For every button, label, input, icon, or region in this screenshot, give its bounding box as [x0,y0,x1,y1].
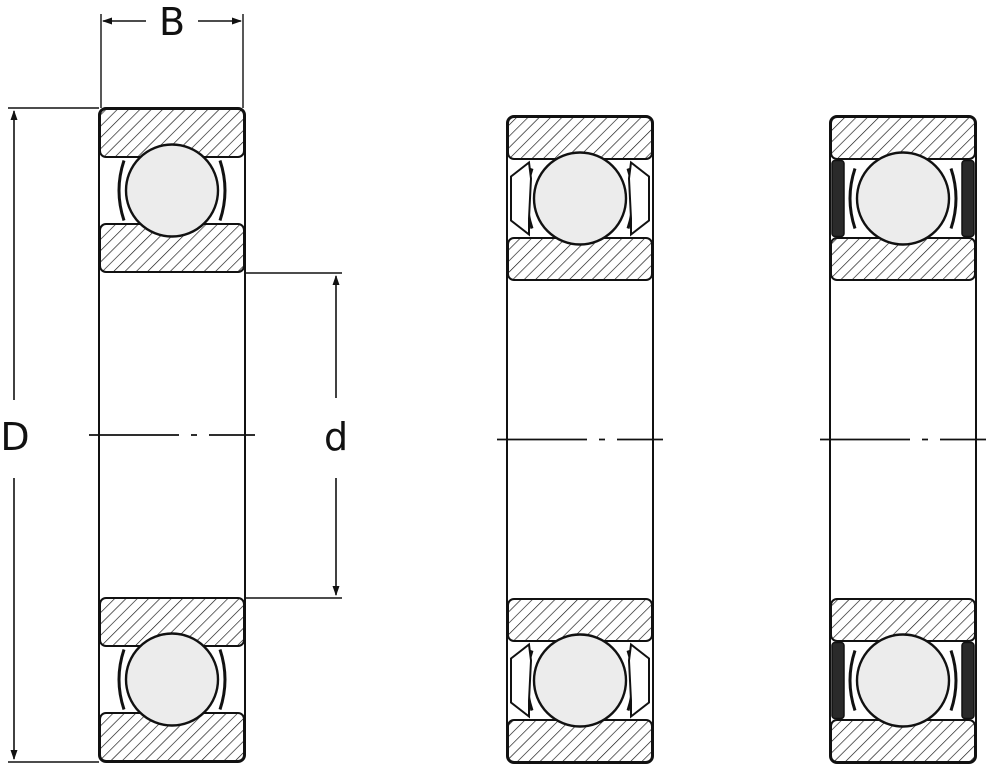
outer-diameter-label: D [0,415,29,459]
upper-section [507,116,653,281]
outer-diameter-dimension: D [0,107,99,763]
lower-section [99,597,245,762]
rubber-seal [961,641,975,720]
ball [532,633,628,728]
rubber-seal [831,641,845,720]
lower-section [507,598,653,763]
ball [855,151,951,246]
bearing-views [89,107,986,764]
bore-diameter-dimension: d [246,272,348,599]
ball [124,632,220,727]
sealed-bearing [820,115,986,764]
cage [848,650,958,711]
lower-section [830,598,976,763]
ball [124,143,220,238]
shield-plate [510,160,533,237]
upper-section [99,108,245,273]
rubber-seal [961,159,975,238]
width-dimension: B [100,0,244,108]
shield-plate [510,642,533,719]
shield-plate [627,642,650,719]
width-label: B [159,0,185,44]
cage [848,168,958,229]
open-bearing [89,107,255,763]
ball [532,151,628,246]
ball [855,633,951,728]
shield-plate [627,160,650,237]
cage [117,160,227,221]
rubber-seal [831,159,845,238]
cage [117,649,227,710]
upper-section [830,116,976,281]
shielded-bearing [497,115,663,764]
bore-diameter-label: d [324,415,348,459]
